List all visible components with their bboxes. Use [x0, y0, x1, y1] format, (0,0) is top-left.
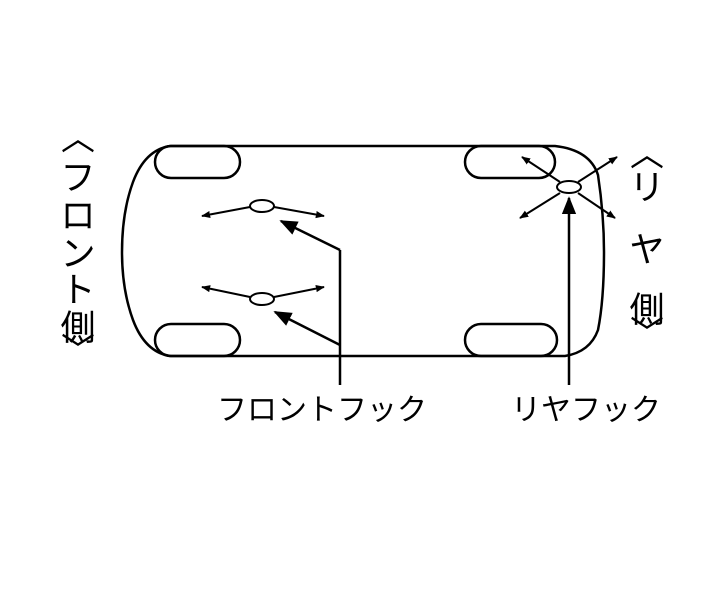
rear-side-char-2: ヤ	[629, 231, 664, 271]
rear-side-char-1: リ	[629, 169, 664, 209]
front-side-char-4: ト	[60, 271, 95, 311]
front-side-char-3: ン	[60, 235, 95, 275]
front-side-bracket-bottom: ﹀	[61, 331, 95, 371]
wheel-front-right	[153, 322, 242, 358]
rear-side-bracket-top: ︿	[630, 135, 664, 175]
car-body	[120, 144, 606, 358]
front-side-char-5: 側	[60, 309, 95, 349]
wheel-front-left	[153, 144, 242, 180]
front-hook-label: フロントフック	[217, 393, 427, 428]
front-side-char-1: フ	[60, 159, 95, 199]
rear-side-char-3: 側	[629, 291, 664, 331]
wheels	[153, 144, 559, 358]
rear-hook-label: リヤフック	[511, 393, 661, 428]
front-hook-lower	[201, 285, 325, 306]
front-side-bracket-top: ︿	[61, 119, 95, 159]
front-side-label: ︿ フ ロ ン ト 側 ﹀	[60, 119, 95, 371]
front-hook-upper	[201, 199, 325, 219]
front-hook-leader	[273, 219, 342, 385]
front-side-char-2: ロ	[60, 197, 95, 237]
rear-side-bracket-bottom: ﹀	[630, 314, 664, 354]
rear-side-label: ︿ リ ヤ 側 ﹀	[629, 135, 664, 354]
wheel-rear-right	[463, 322, 559, 358]
wheel-rear-left	[463, 144, 557, 180]
rear-hook	[519, 156, 618, 219]
